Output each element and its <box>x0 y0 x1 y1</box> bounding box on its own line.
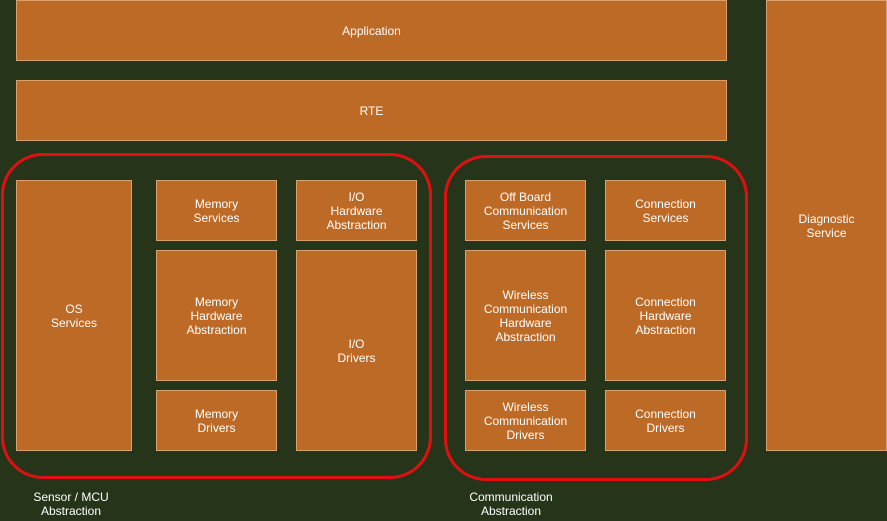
communication-group-outline <box>444 155 748 481</box>
wireless-communication-drivers: Wireless Communication Drivers <box>465 390 586 451</box>
sensor-mcu-group-outline <box>1 153 432 479</box>
io-drivers: I/O Drivers <box>296 250 417 451</box>
sensor-mcu-caption: Sensor / MCU Abstraction <box>33 490 109 518</box>
offboard-communication-services: Off Board Communication Services <box>465 180 586 241</box>
memory-services: Memory Services <box>156 180 277 241</box>
wireless-communication-hardware-abstraction: Wireless Communication Hardware Abstract… <box>465 250 586 381</box>
connection-services: Connection Services <box>605 180 726 241</box>
memory-drivers: Memory Drivers <box>156 390 277 451</box>
memory-hardware-abstraction: Memory Hardware Abstraction <box>156 250 277 381</box>
connection-drivers: Connection Drivers <box>605 390 726 451</box>
diagnostic-service: Diagnostic Service <box>766 0 887 451</box>
connection-hardware-abstraction: Connection Hardware Abstraction <box>605 250 726 381</box>
application-layer: Application <box>16 0 727 61</box>
os-services: OS Services <box>16 180 132 451</box>
io-hardware-abstraction: I/O Hardware Abstraction <box>296 180 417 241</box>
rte-layer: RTE <box>16 80 727 141</box>
communication-caption: Communication Abstraction <box>469 490 553 518</box>
